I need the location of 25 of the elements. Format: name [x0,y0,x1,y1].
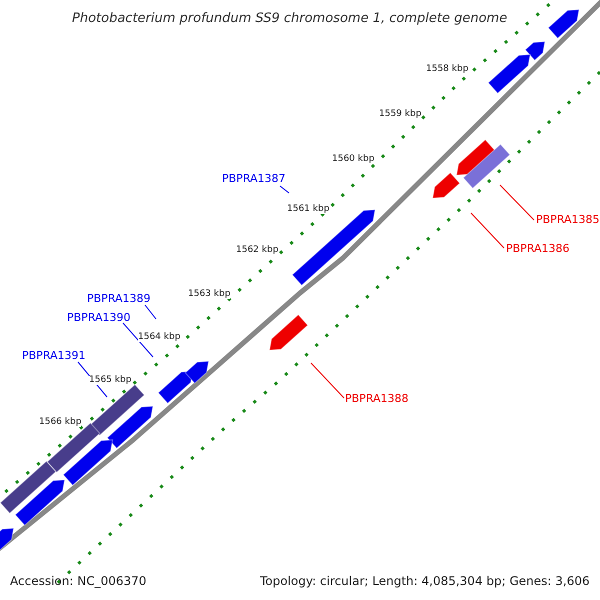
gene-name: PBPRA1385 [536,214,600,225]
scale-label: 1565 kbp [89,376,132,385]
leader-line [470,212,504,248]
scale-label: 1560 kbp [332,155,374,164]
gene-name: PBPRA1387 [222,173,286,184]
scale-label: 1563 kbp [188,290,230,299]
accession-text: Accession: NC_006370 [10,575,146,587]
leader-line [310,362,344,398]
gene-name: PBPRA1388 [345,393,409,404]
gene-name: PBPRA1391 [22,350,86,361]
gene-name: PBPRA1390 [67,312,131,323]
scale-label: 1566 kbp [39,418,82,427]
leader-line [500,184,534,220]
leader-line [122,322,154,358]
scale-label: 1558 kbp [426,65,468,74]
scale-label: 1564 kbp [138,333,180,342]
gene-name: PBPRA1386 [506,243,570,254]
leader-line [280,186,290,194]
gene-name: PBPRA1389 [87,293,151,304]
title: Photobacterium profundum SS9 chromosome 1, complete genome [72,12,508,25]
leader-line [144,304,156,320]
scale-label: 1561 kbp [287,205,330,214]
scale-label: 1562 kbp [236,246,278,255]
genome-info-text: Topology: circular; Length: 4,085,304 bp; Genes: 3,606 [260,575,590,587]
scale-label: 1559 kbp [379,110,422,119]
